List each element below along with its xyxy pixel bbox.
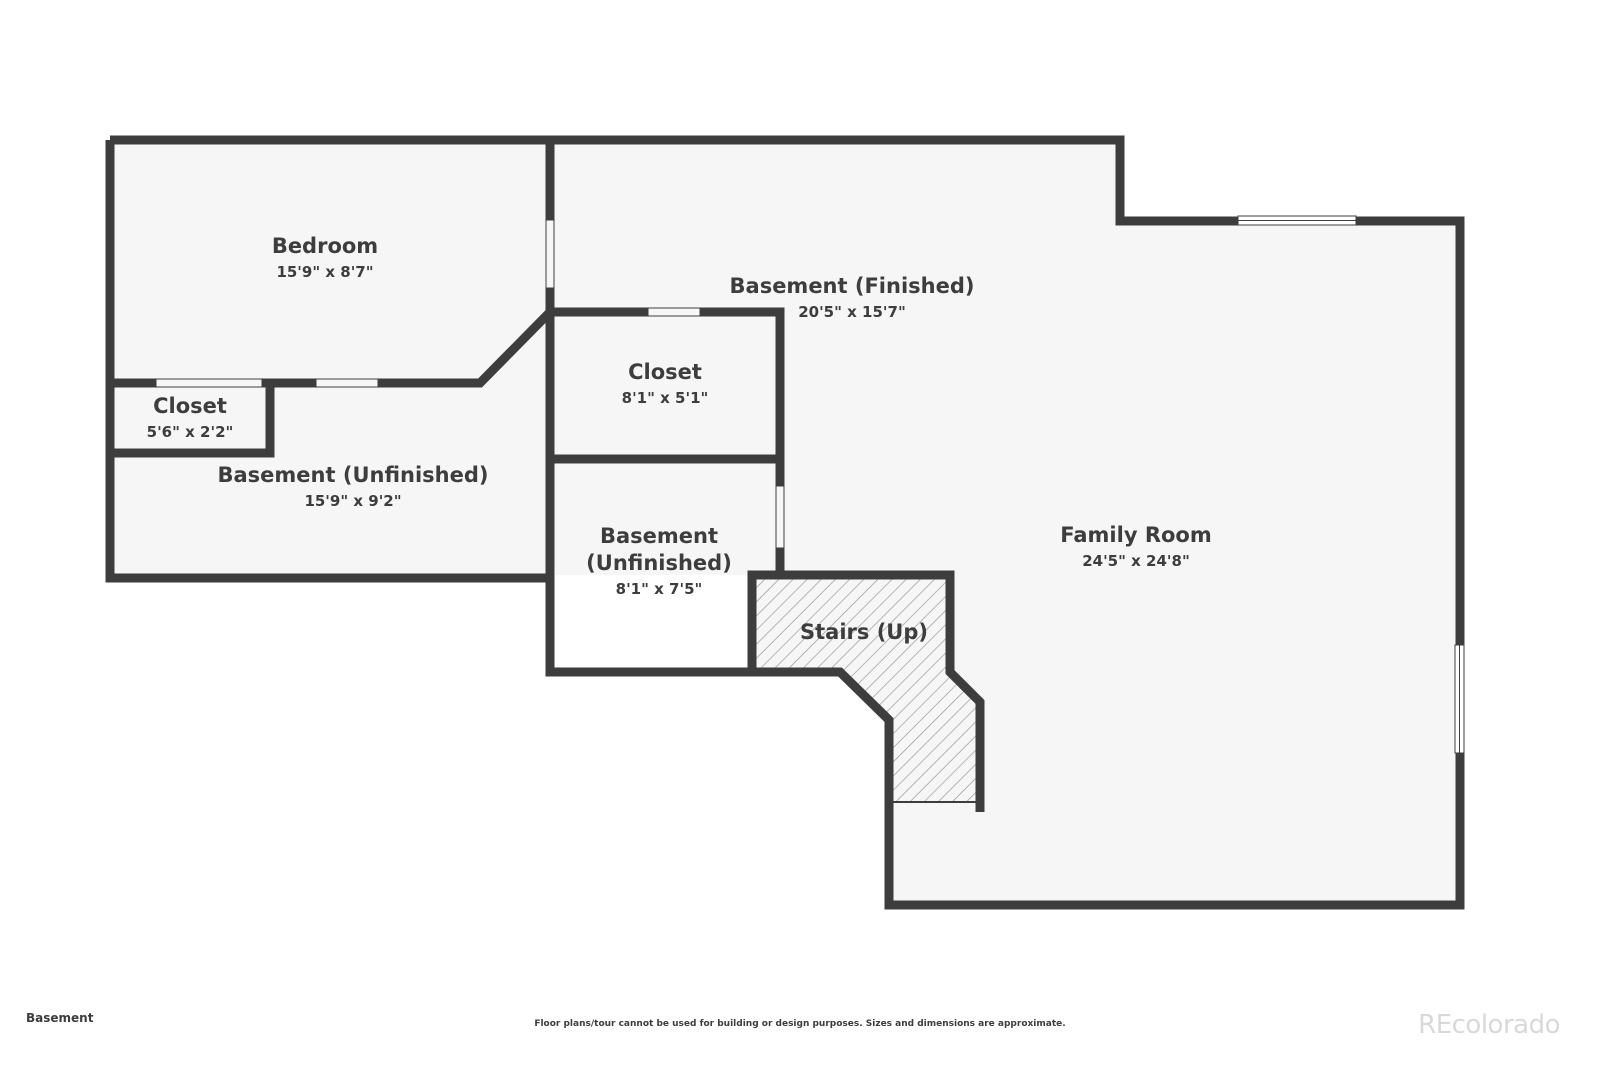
closet-center-label: Closet	[628, 360, 702, 384]
disclaimer-text: Floor plans/tour cannot be used for buil…	[534, 1019, 1066, 1029]
basement-finished-label: Basement (Finished)	[730, 274, 975, 298]
floor-level-label: Basement	[26, 1011, 94, 1025]
family-room-label: Family Room	[1060, 523, 1211, 547]
bedroom-dimensions: 15'9" x 8'7"	[276, 263, 373, 281]
basement-left-door-opening	[315, 378, 379, 388]
bedroom-door-opening	[545, 219, 555, 289]
basement-finished-dimensions: 20'5" x 15'7"	[798, 303, 906, 321]
basement-unfinished-left-dimensions: 15'9" x 9'2"	[304, 492, 401, 510]
brand-watermark: REcolorado	[1418, 1010, 1560, 1040]
closet-small-door-opening	[155, 378, 263, 388]
windows	[1237, 215, 1465, 754]
closet-small-dimensions: 5'6" x 2'2"	[147, 423, 234, 441]
basement-finished-floor	[550, 140, 1460, 905]
family-room-dimensions: 24'5" x 24'8"	[1082, 552, 1190, 570]
closet-small-label: Closet	[153, 394, 227, 418]
basement-unfinished-center-label-line1: Basement	[600, 524, 718, 548]
closet-center-door-opening	[647, 307, 701, 317]
basement-unfinished-center-label-line2: (Unfinished)	[586, 551, 732, 575]
bedroom-label: Bedroom	[272, 234, 378, 258]
room-labels: Bedroom 15'9" x 8'7" Closet 5'6" x 2'2" …	[147, 234, 1212, 644]
basement-center-door-opening	[775, 485, 785, 549]
bedroom-floor	[110, 140, 550, 383]
openings	[155, 219, 785, 549]
basement-unfinished-left-floor	[110, 312, 550, 578]
closet-small-wall	[110, 383, 275, 458]
closet-center-dimensions: 8'1" x 5'1"	[622, 389, 709, 407]
basement-unfinished-center-dimensions: 8'1" x 7'5"	[616, 580, 703, 598]
stairs-floor	[752, 575, 980, 803]
basement-unfinished-left-label: Basement (Unfinished)	[218, 463, 489, 487]
exterior-wall	[110, 135, 1465, 910]
exterior-wall-left	[105, 140, 550, 583]
stairs-label: Stairs (Up)	[800, 620, 928, 644]
